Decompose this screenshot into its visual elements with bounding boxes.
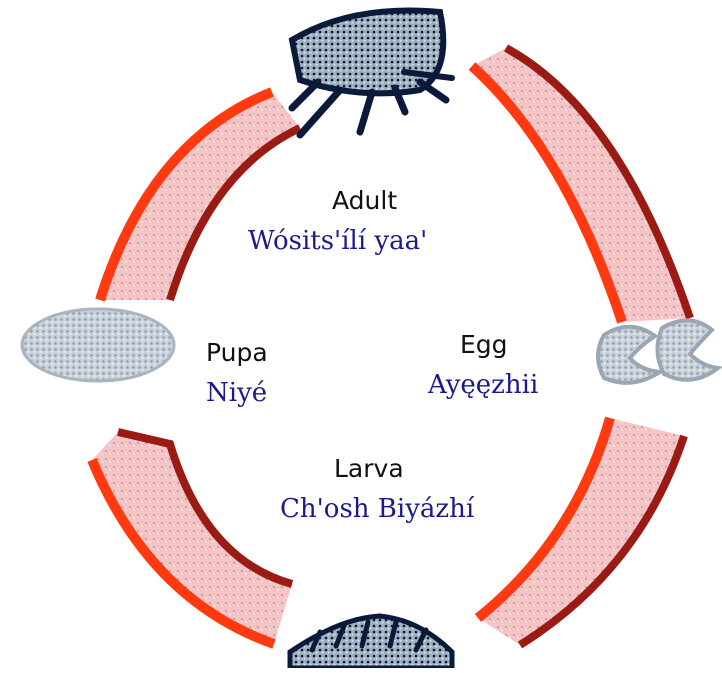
pupa-icon xyxy=(22,309,174,381)
arrow-pupa-to-adult xyxy=(100,92,300,300)
larva-label: Larva xyxy=(334,454,404,483)
adult-label: Adult xyxy=(332,186,397,215)
arrow-adult-to-egg xyxy=(472,48,690,322)
pupa-navajo-label: Niyé xyxy=(206,378,267,408)
adult-navajo-label: Wósits'ílí yaa' xyxy=(248,226,427,256)
larva-navajo-label: Ch'osh Biyázhí xyxy=(280,494,474,524)
egg-navajo-label: Ayęęzhii xyxy=(428,370,538,400)
pupa-label: Pupa xyxy=(206,338,268,367)
nit-eggs-icon xyxy=(598,320,718,382)
arrow-larva-to-pupa xyxy=(92,432,292,644)
egg-label: Egg xyxy=(460,330,508,359)
nymph-icon xyxy=(290,616,452,668)
arrow-egg-to-larva xyxy=(478,418,684,645)
louse-icon xyxy=(292,11,452,135)
